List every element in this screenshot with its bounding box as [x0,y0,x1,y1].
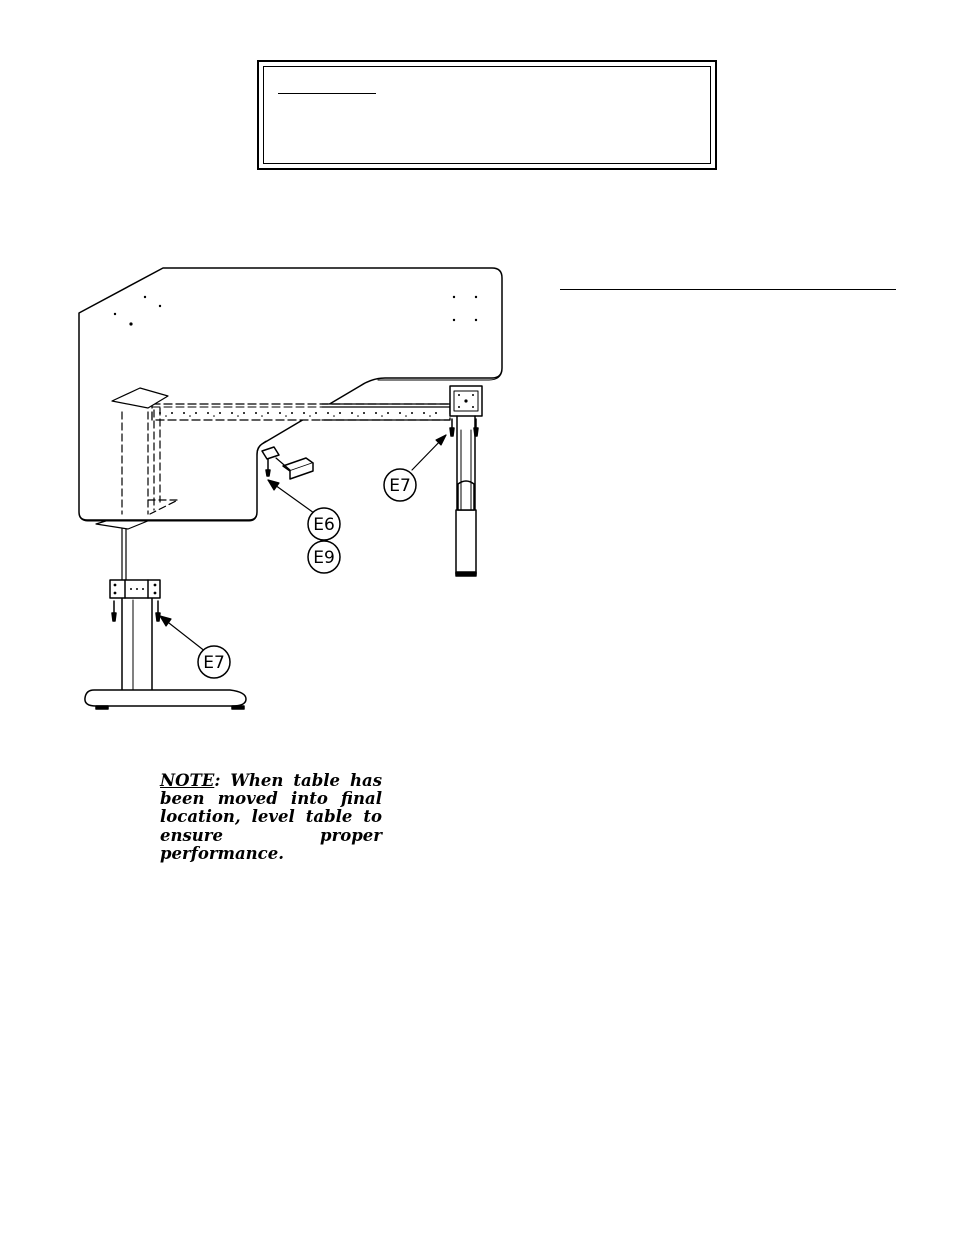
callout-e9-label: E9 [313,548,335,568]
right-leg-screws [449,418,479,437]
callout-e6-label: E6 [313,515,335,535]
right-leg [449,385,483,577]
left-leg [84,515,247,710]
header-inner-frame [263,66,711,164]
callout-e7-left-label: E7 [203,653,225,673]
callout-e6: E6 [307,507,341,541]
note-text: : When table has been moved into final l… [160,771,382,863]
support-rail [151,403,451,421]
callout-leaders [159,434,447,653]
left-column-hidden [111,387,179,515]
header-title-underline [278,93,376,94]
header-box [257,60,717,170]
callout-e7-right-label: E7 [389,476,411,496]
callout-e9: E9 [307,540,341,574]
callout-e7-right: E7 [383,468,417,502]
note-label: NOTE [160,771,215,790]
left-leg-screws [111,600,161,622]
switch-bracket [261,446,314,480]
section-heading-rule [560,289,896,290]
leveling-note: NOTE: When table has been moved into fin… [160,771,382,863]
callout-e7-left: E7 [197,645,231,679]
table-top [78,267,503,522]
